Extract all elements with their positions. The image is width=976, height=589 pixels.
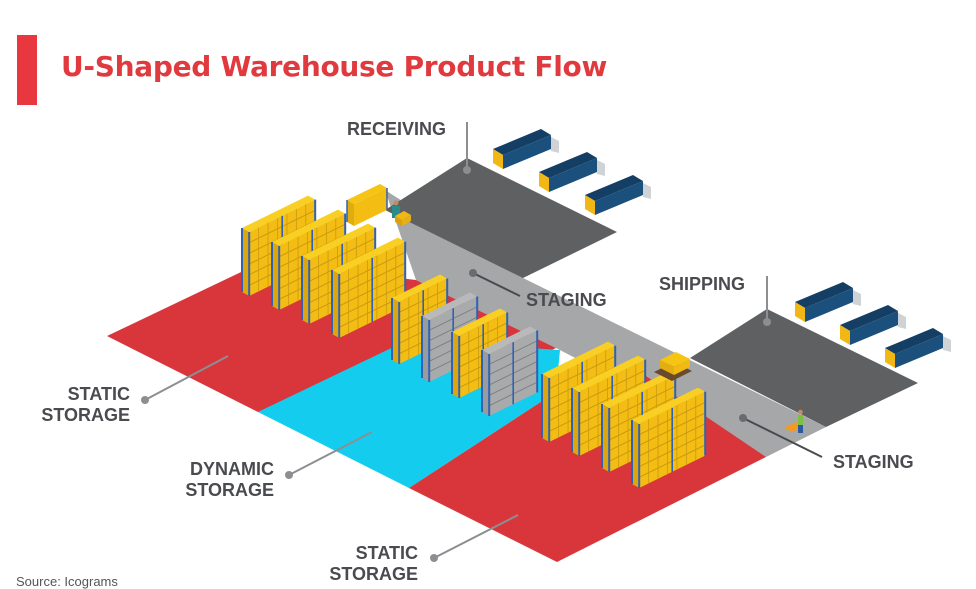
rack-side <box>392 298 400 364</box>
staging-floor <box>385 190 826 457</box>
truck <box>493 129 559 169</box>
page-title: U-Shaped Warehouse Product Flow <box>61 50 608 83</box>
rack-side <box>332 270 340 338</box>
truck <box>885 328 951 368</box>
source-credit: Source: Icograms <box>16 574 118 589</box>
label-staging-top: STAGING <box>526 290 607 310</box>
leader-lines <box>141 122 823 562</box>
storage-rack <box>631 387 707 488</box>
dynamic-racks <box>391 274 539 416</box>
label-line: DYNAMIC <box>190 459 274 479</box>
rack-side <box>242 228 250 296</box>
rack-top <box>332 237 406 274</box>
static-racks-bottom <box>541 341 707 488</box>
rack-side <box>482 350 490 416</box>
rack-side <box>632 420 640 488</box>
truck <box>585 175 651 215</box>
label-line: STORAGE <box>41 405 130 425</box>
rack-top <box>542 341 616 378</box>
rack-top <box>302 223 376 260</box>
label-staging-right: STAGING <box>833 452 914 472</box>
label-line: STATIC <box>67 384 130 404</box>
rack-side <box>572 388 580 456</box>
label-line: STORAGE <box>185 480 274 500</box>
receiving-rack <box>346 184 388 226</box>
rack-top <box>452 308 508 336</box>
trucks-receiving <box>493 129 651 215</box>
rack-side <box>602 404 610 472</box>
rack-side <box>422 316 430 382</box>
rack-side <box>302 256 310 324</box>
worker-with-pallet-receiving <box>392 200 411 226</box>
static-racks-left <box>241 195 407 338</box>
trucks-shipping <box>795 282 951 368</box>
rack-top <box>602 371 676 408</box>
label-static-storage-left: STATIC STORAGE <box>30 384 130 426</box>
rack-side <box>452 332 460 398</box>
label-static-storage-bottom: STATIC STORAGE <box>318 543 418 585</box>
shipping-floor <box>690 309 918 427</box>
label-shipping: SHIPPING <box>659 274 746 294</box>
rack-top <box>632 387 706 424</box>
rack-top <box>242 195 316 232</box>
label-receiving: RECEIVING <box>347 119 447 139</box>
rack-side <box>542 374 550 442</box>
truck <box>539 152 605 192</box>
rack-top <box>572 355 646 392</box>
rack-top <box>482 326 538 354</box>
rack-top <box>422 292 478 320</box>
truck <box>795 282 861 322</box>
pallet-shipping <box>654 352 692 381</box>
worker-with-cart-shipping <box>784 409 804 433</box>
storage-rack <box>481 326 539 416</box>
rack-top <box>392 274 448 302</box>
rack-top <box>272 209 346 246</box>
receiving-floor <box>385 158 617 278</box>
storage-rack <box>331 237 407 338</box>
truck <box>840 305 906 345</box>
title-accent-bar <box>17 35 37 105</box>
label-line: STORAGE <box>329 564 418 584</box>
rack-side <box>272 242 280 310</box>
label-line: STATIC <box>355 543 418 563</box>
label-dynamic-storage: DYNAMIC STORAGE <box>170 459 274 501</box>
